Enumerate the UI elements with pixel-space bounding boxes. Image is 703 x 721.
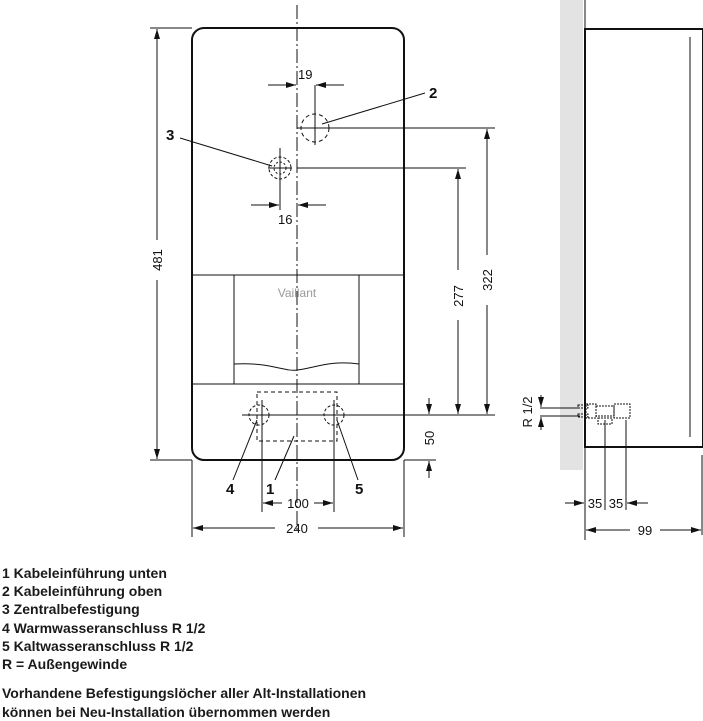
note-line: Vorhandene Befestigungslöcher aller Alt-… [2, 685, 367, 701]
legend-item: R = Außengewinde [2, 656, 128, 672]
dimension-drawing: Vaillant 481 277 322 50 19 16 100 240 R … [150, 0, 703, 540]
appliance-side [584, 28, 703, 448]
dim-width: 240 [286, 521, 308, 536]
dim-offset-16: 16 [278, 212, 292, 227]
callout-4: 4 [226, 481, 235, 498]
dim-thread: R 1/2 [520, 396, 535, 427]
dim-depth: 99 [638, 523, 652, 538]
dim-height: 481 [150, 249, 165, 271]
callout-1: 1 [266, 481, 274, 498]
legend-item: 5 Kaltwasseranschluss R 1/2 [2, 638, 194, 654]
dim-fixing-height: 277 [451, 285, 466, 307]
callout-2: 2 [429, 85, 437, 102]
dim-depth-a: 35 [588, 496, 602, 511]
note-line: können bei Neu-Installation übernommen w… [2, 704, 331, 720]
callout-3: 3 [166, 127, 174, 144]
legend-item: 2 Kabeleinführung oben [2, 583, 163, 599]
dim-spacing: 100 [287, 496, 309, 511]
callout-5: 5 [355, 481, 363, 498]
legend-item: 1 Kabeleinführung unten [2, 565, 167, 581]
dim-depth-b: 35 [609, 496, 623, 511]
appliance-front [191, 27, 405, 461]
dim-cable-top-height: 322 [480, 269, 495, 291]
dim-offset-19: 19 [298, 67, 312, 82]
brand-logo: Vaillant [278, 286, 317, 300]
pipe-fittings [577, 403, 631, 425]
legend-item: 3 Zentralbefestigung [2, 601, 140, 617]
dim-bottom-offset: 50 [422, 431, 437, 445]
control-panel [233, 274, 360, 385]
cable-entry-bottom [256, 391, 338, 442]
wall [560, 0, 583, 470]
legend-item: 4 Warmwasseranschluss R 1/2 [2, 620, 206, 636]
